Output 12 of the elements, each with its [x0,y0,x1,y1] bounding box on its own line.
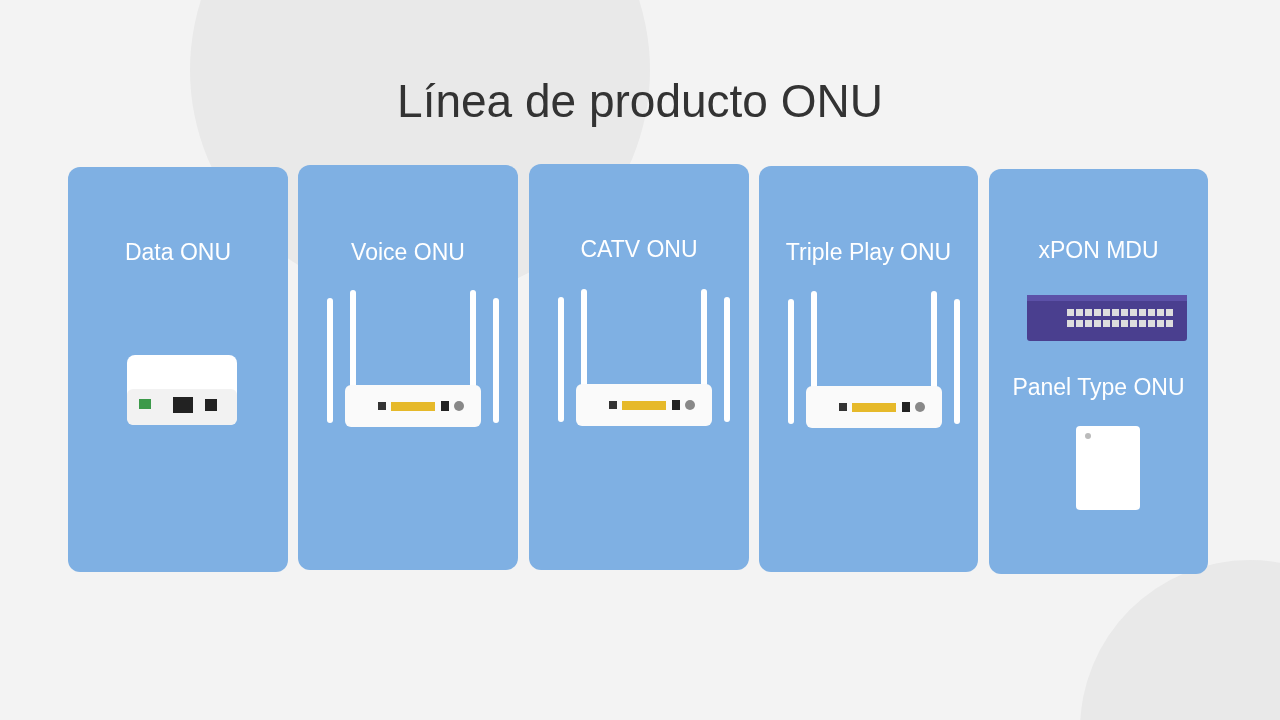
product-card [68,167,288,572]
product-label: Data ONU [124,239,232,266]
product-label: Voice ONU [351,239,465,266]
product-label: Triple Play ONU [785,239,952,266]
product-label: Panel Type ONU [1012,374,1185,401]
title: Línea de producto ONU [396,74,884,128]
product-card [529,164,749,570]
product-card [298,165,518,570]
product-label: CATV ONU [580,236,698,263]
product-label: xPON MDU [1038,237,1159,264]
product-card [759,166,978,572]
product-card [989,169,1208,574]
